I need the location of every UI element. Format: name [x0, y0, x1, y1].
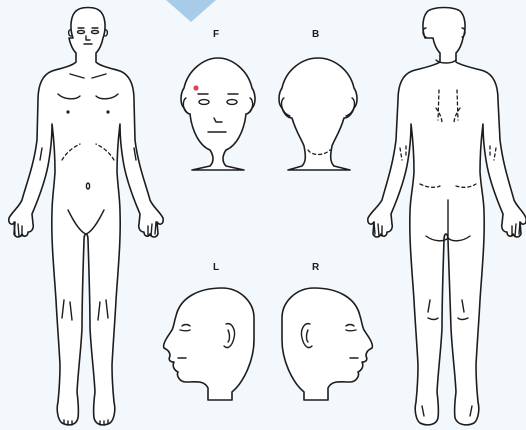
head-right-view[interactable] [0, 0, 526, 430]
body-chart: F B L [0, 0, 526, 430]
